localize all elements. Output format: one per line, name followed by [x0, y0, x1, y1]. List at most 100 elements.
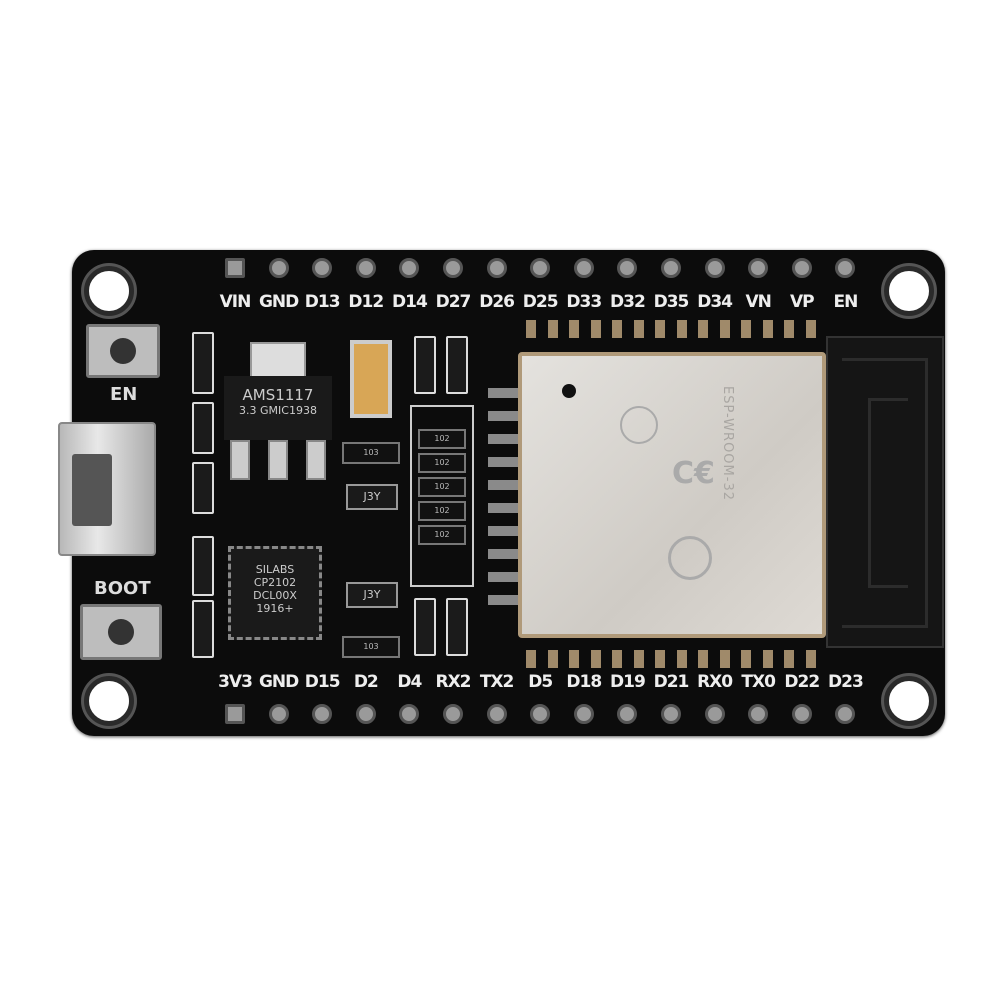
header-pin[interactable]	[399, 258, 420, 278]
pin-label: RX2	[435, 672, 471, 692]
header-pin[interactable]	[312, 704, 333, 724]
pin-label: EN	[833, 292, 858, 312]
module-pad	[488, 549, 518, 559]
module-pad	[488, 434, 518, 444]
pin-label: D5	[528, 672, 553, 692]
module-pad	[762, 650, 773, 668]
header-pin[interactable]	[443, 258, 463, 278]
module-pad	[784, 650, 794, 668]
pin-label: 3V3	[218, 672, 253, 692]
module-pad	[612, 320, 622, 338]
header-pin[interactable]	[355, 258, 376, 278]
header-pin[interactable]	[617, 704, 638, 724]
module-pad	[655, 320, 665, 338]
pin-label: VP	[789, 292, 815, 312]
cp2102-usb-uart-chip: SILABS CP2102 DCL00X 1916+	[228, 546, 322, 640]
header-pin[interactable]	[312, 258, 333, 278]
header-pin[interactable]	[355, 704, 376, 724]
pin1-marker	[562, 384, 576, 398]
module-pad	[488, 480, 518, 490]
micro-usb-port[interactable]	[58, 422, 156, 556]
pin-label: D15	[304, 672, 341, 692]
resistor: 102	[418, 429, 466, 449]
button-cap	[108, 619, 134, 645]
pin-label: D21	[653, 672, 690, 692]
header-pin[interactable]	[573, 258, 594, 278]
boot-label: BOOT	[94, 578, 151, 599]
pin-label: TX0	[741, 672, 776, 692]
header-pin[interactable]	[835, 258, 856, 278]
boot-button[interactable]	[80, 604, 162, 660]
module-pad	[676, 650, 687, 668]
ce-mark: C€	[672, 456, 715, 491]
chip-text: SILABS	[255, 563, 295, 576]
module-pad	[526, 650, 536, 668]
smd-component	[446, 336, 468, 394]
pin-label: D34	[697, 292, 733, 312]
pin-label: D27	[435, 292, 472, 312]
pin-label: D12	[348, 292, 384, 312]
header-pin[interactable]	[573, 704, 594, 724]
header-pin[interactable]	[791, 704, 812, 724]
pin-label: D4	[397, 672, 422, 692]
mounting-hole	[884, 266, 934, 316]
header-pin[interactable]	[443, 704, 463, 724]
pin-label: RX0	[697, 672, 733, 692]
header-pin[interactable]	[835, 704, 856, 724]
smd-component	[192, 600, 214, 658]
header-pin[interactable]	[399, 704, 420, 724]
smd-component	[192, 462, 214, 514]
module-pad	[698, 320, 708, 338]
header-pin[interactable]	[748, 704, 769, 724]
header-pin[interactable]	[486, 704, 507, 724]
pin-label: D33	[566, 292, 602, 312]
header-pin[interactable]	[748, 258, 769, 278]
header-pin[interactable]	[530, 258, 551, 278]
module-pad	[590, 320, 601, 338]
transistor: J3Y	[346, 484, 398, 510]
header-pin[interactable]	[617, 258, 638, 278]
pin-label: GND	[258, 292, 299, 312]
header-pin[interactable]	[225, 704, 245, 724]
header-pin[interactable]	[704, 258, 725, 278]
smd-component	[414, 336, 436, 394]
module-pad	[762, 320, 773, 338]
usb-opening	[72, 454, 112, 526]
pcb-antenna	[826, 336, 944, 648]
chip-text: 1916+	[256, 602, 294, 615]
module-pad	[488, 595, 518, 605]
regulator-leg	[230, 440, 250, 480]
resistor: 103	[342, 442, 400, 464]
module-pad	[633, 320, 644, 338]
header-pin[interactable]	[704, 704, 725, 724]
pin-label: D19	[610, 672, 646, 692]
resistor-array: 102 102 102 102 102	[410, 405, 474, 587]
pin-label: VN	[745, 292, 771, 312]
resistor: 102	[418, 501, 466, 521]
header-pin[interactable]	[661, 258, 681, 278]
header-pin[interactable]	[661, 704, 681, 724]
module-pad	[488, 457, 518, 467]
smd-component	[192, 332, 214, 394]
module-pad	[488, 503, 518, 513]
regulator-text: AMS1117	[242, 386, 314, 404]
header-pin[interactable]	[530, 704, 551, 724]
en-button[interactable]	[86, 324, 160, 378]
module-pad	[569, 650, 579, 668]
header-pin[interactable]	[268, 258, 289, 278]
module-pad	[741, 320, 751, 338]
header-pin[interactable]	[268, 704, 289, 724]
chip-text: CP2102	[253, 576, 297, 589]
pin-label: D2	[353, 672, 379, 692]
module-pad	[719, 650, 730, 668]
regulator-leg	[306, 440, 326, 480]
certification-logo	[620, 406, 658, 444]
pin-label: D35	[653, 292, 690, 312]
pin-label: D32	[610, 292, 646, 312]
mounting-hole	[84, 266, 134, 316]
module-pad	[655, 650, 665, 668]
header-pin[interactable]	[486, 258, 507, 278]
module-pad	[698, 650, 708, 668]
header-pin[interactable]	[225, 258, 245, 278]
header-pin[interactable]	[791, 258, 812, 278]
